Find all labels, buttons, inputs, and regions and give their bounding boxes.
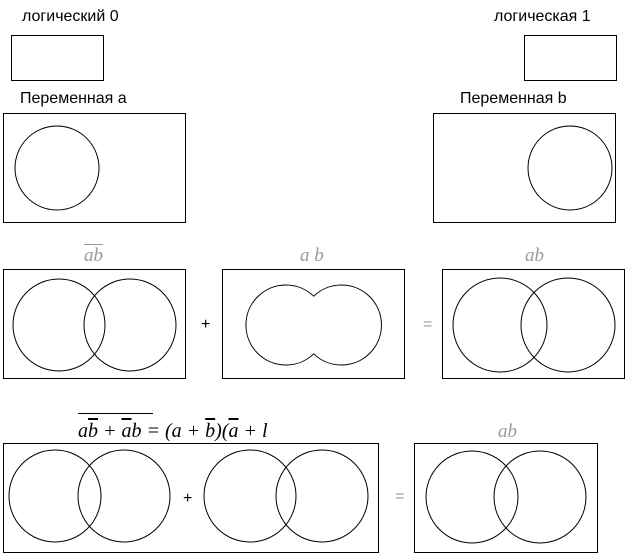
- variable-b-label: Переменная b: [460, 90, 567, 107]
- variable-a-box: [3, 113, 186, 223]
- logic-one-box: [524, 35, 617, 81]
- row3-formula-right: ab: [498, 421, 517, 442]
- logic-zero-label: логический 0: [22, 8, 119, 25]
- row2-equals-sign: =: [423, 316, 433, 333]
- logic-one-label: логическая 1: [494, 8, 591, 25]
- row2-box-left: [3, 269, 186, 379]
- row2-formula-left: ab: [84, 245, 103, 266]
- row3-equals-sign: =: [395, 488, 405, 505]
- row3-plus-sign: +: [183, 490, 193, 507]
- variable-b-box: [433, 113, 616, 223]
- row2-formula-mid: a b: [300, 245, 324, 266]
- row3-box-left: [3, 443, 379, 553]
- row3-box-right: [414, 443, 598, 553]
- row3-formula-left: ab + ab = (a + b)(a + l: [78, 413, 268, 443]
- logic-zero-box: [11, 35, 104, 81]
- row2-plus-sign: +: [201, 316, 211, 333]
- row2-box-mid: [222, 269, 405, 379]
- variable-a-label: Переменная a: [20, 90, 127, 107]
- row2-formula-right: ab: [525, 245, 544, 266]
